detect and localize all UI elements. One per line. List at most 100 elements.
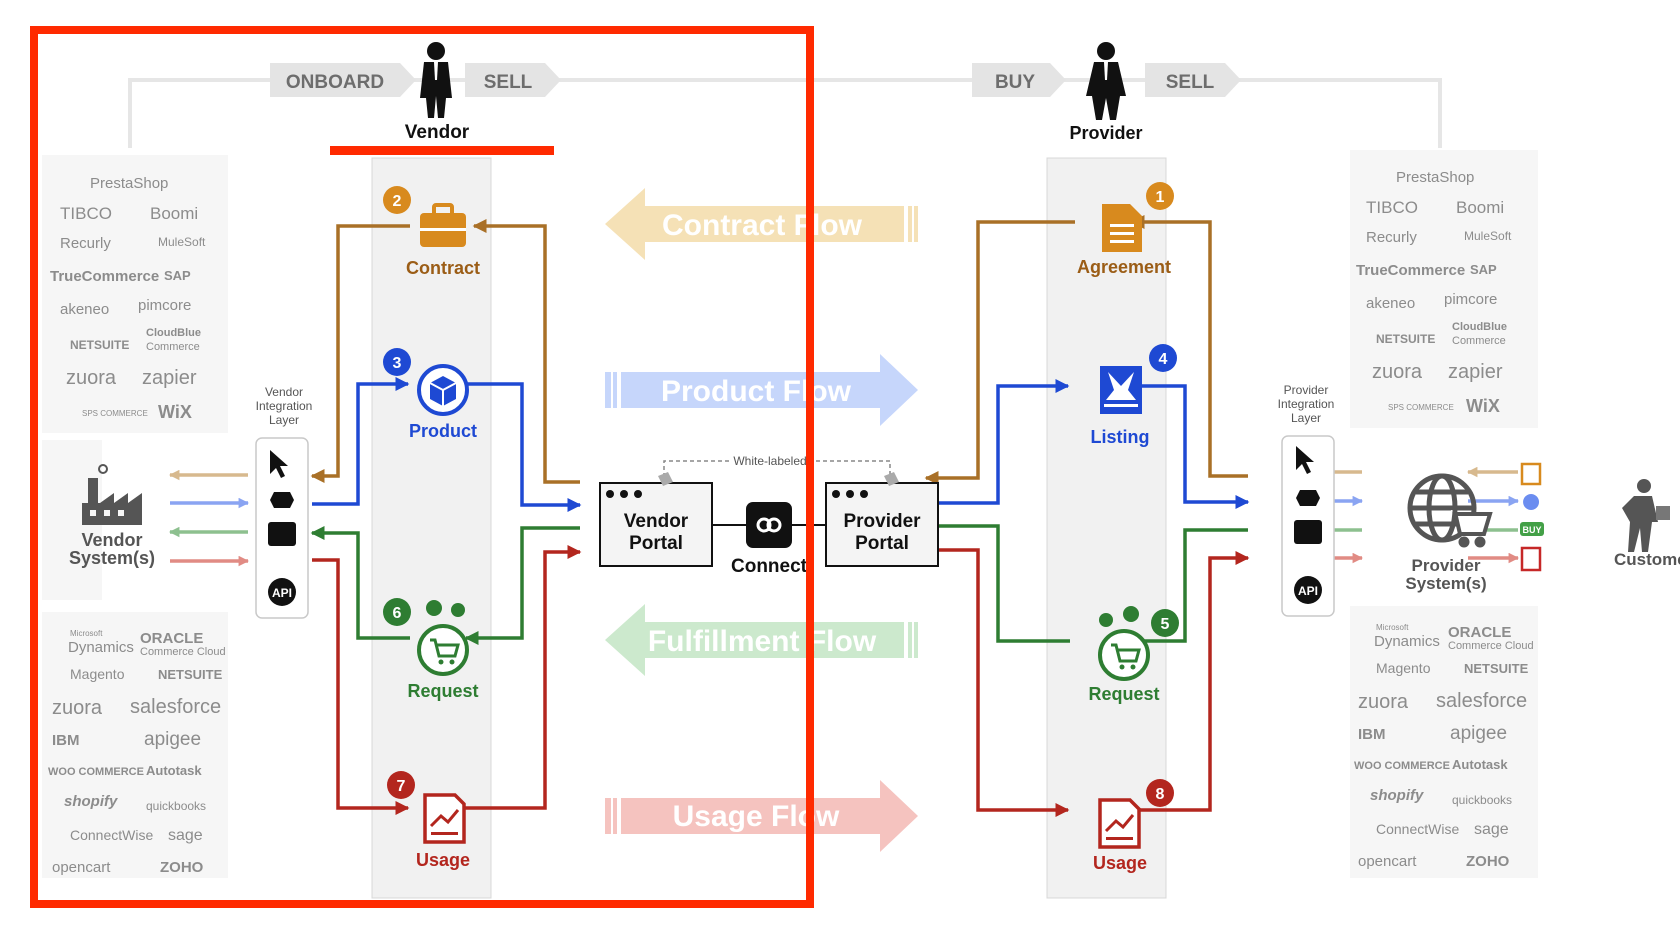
- provider-logos-top-panel: [1350, 150, 1538, 428]
- vendor-logos-bottom-panel: [42, 612, 228, 878]
- buy-badge-icon: [1520, 522, 1544, 536]
- provider-fulfillment-path: [924, 519, 1248, 648]
- api-label: API: [272, 586, 292, 600]
- app-box-icon: [268, 522, 296, 546]
- listing-label: Listing: [1091, 427, 1150, 447]
- svg-text:Autotask: Autotask: [1452, 757, 1508, 772]
- svg-text:7: 7: [397, 778, 406, 795]
- svg-text:Commerce Cloud: Commerce Cloud: [140, 646, 226, 658]
- product-flow-arrow: Product Flow: [605, 354, 918, 426]
- provider-integration-icons: API: [1294, 446, 1322, 604]
- svg-text:Recurly: Recurly: [1366, 229, 1417, 246]
- tab-vendor-sell: SELL: [484, 72, 533, 93]
- vendor-request-label: Request: [407, 681, 478, 701]
- customer-label: Customer: [1614, 550, 1680, 569]
- provider-hub-icon: [1296, 490, 1320, 506]
- fulfillment-flow-arrow: Fulfillment Flow: [605, 604, 918, 676]
- vendor-fulfillment-path: [310, 526, 580, 645]
- vendor-usage-label: Usage: [416, 850, 470, 870]
- contract-label: Contract: [406, 258, 480, 278]
- cart-icon: [417, 624, 469, 676]
- usage-flow-arrow: Usage Flow: [605, 780, 918, 852]
- badge-5: [1151, 609, 1179, 637]
- agreement-label: Agreement: [1077, 257, 1171, 277]
- svg-text:4: 4: [1159, 351, 1168, 368]
- product-node: Product 3: [383, 348, 477, 441]
- svg-text:CloudBlue: CloudBlue: [1452, 321, 1507, 333]
- fulfillment-flow-label: Fulfillment Flow: [648, 625, 877, 658]
- provider-integration-label-2: Integration: [1278, 397, 1335, 411]
- svg-text:ZOHO: ZOHO: [160, 859, 204, 876]
- vendor-usage-path: [312, 545, 582, 815]
- svg-text:opencart: opencart: [52, 859, 111, 876]
- listing-node: Listing 4: [1091, 344, 1177, 447]
- header-provider-tabs: BUY SELL: [972, 63, 1241, 97]
- svg-text:ORACLE: ORACLE: [1448, 624, 1511, 641]
- vendor-underline: [330, 146, 554, 155]
- svg-text:WiX: WiX: [1466, 396, 1500, 416]
- svg-text:TIBCO: TIBCO: [60, 204, 112, 223]
- product-label: Product: [409, 421, 477, 441]
- provider-request-label: Request: [1088, 684, 1159, 704]
- vendor-integration-label-1: Vendor: [265, 385, 303, 399]
- vendor-system-label-1: Vendor: [81, 530, 142, 550]
- buy-badge-label: BUY: [1522, 525, 1541, 535]
- svg-text:quickbooks: quickbooks: [1452, 793, 1512, 807]
- vendor-integration-label-3: Layer: [269, 413, 299, 427]
- svg-text:MuleSoft: MuleSoft: [1464, 229, 1512, 243]
- svg-text:SPS COMMERCE: SPS COMMERCE: [82, 409, 148, 418]
- svg-text:akeneo: akeneo: [1366, 295, 1415, 312]
- svg-text:zapier: zapier: [1448, 361, 1503, 383]
- svg-text:opencart: opencart: [1358, 853, 1417, 870]
- svg-text:SAP: SAP: [1470, 262, 1497, 277]
- svg-text:zapier: zapier: [142, 367, 197, 389]
- svg-text:NETSUITE: NETSUITE: [70, 338, 129, 352]
- svg-text:CloudBlue: CloudBlue: [146, 327, 201, 339]
- svg-text:TrueCommerce: TrueCommerce: [1356, 262, 1465, 279]
- vendor-portal-label-2: Portal: [629, 533, 683, 554]
- connect-label: Connect: [731, 556, 808, 577]
- vendor-person-icon: [420, 42, 452, 118]
- svg-text:zuora: zuora: [52, 697, 103, 719]
- svg-text:SAP: SAP: [164, 268, 191, 283]
- vendor-system-label-2: System(s): [69, 548, 155, 568]
- white-label-text: White-labeled: [733, 454, 806, 468]
- vendor-portal: Vendor Portal: [599, 482, 713, 567]
- badge-6: [383, 598, 411, 626]
- svg-text:PrestaShop: PrestaShop: [90, 175, 168, 192]
- badge-4: [1149, 344, 1177, 372]
- provider-portal: Provider Portal: [825, 482, 939, 567]
- provider-person-icon: [1086, 42, 1126, 120]
- svg-text:ZOHO: ZOHO: [1466, 853, 1510, 870]
- svg-text:akeneo: akeneo: [60, 301, 109, 318]
- svg-text:Recurly: Recurly: [60, 235, 111, 252]
- svg-text:8: 8: [1156, 786, 1165, 803]
- badge-2: [383, 186, 411, 214]
- provider-system-label-2: System(s): [1405, 574, 1486, 593]
- contract-flow-label: Contract Flow: [662, 209, 863, 242]
- provider-label: Provider: [1069, 123, 1142, 143]
- svg-text:Magento: Magento: [70, 666, 125, 682]
- vendor-portal-label-1: Vendor: [624, 511, 689, 532]
- svg-text:Boomi: Boomi: [1456, 198, 1504, 217]
- contract-node: Contract 2: [383, 186, 480, 278]
- provider-logos-top: PrestaShop TIBCO Boomi Recurly MuleSoft …: [1356, 169, 1512, 416]
- hub-icon: [270, 492, 294, 508]
- svg-text:shopify: shopify: [64, 793, 118, 810]
- svg-text:NETSUITE: NETSUITE: [1464, 661, 1529, 676]
- svg-text:1: 1: [1156, 189, 1165, 206]
- agreement-doc-icon: [1102, 204, 1142, 252]
- provider-product-path: [926, 379, 1250, 509]
- top-connector: [128, 78, 1442, 148]
- tab-provider-sell: SELL: [1166, 72, 1215, 93]
- white-label-connector: White-labeled: [658, 452, 899, 486]
- provider-lane: [1046, 157, 1167, 899]
- svg-text:quickbooks: quickbooks: [146, 799, 206, 813]
- svg-text:shopify: shopify: [1370, 787, 1424, 804]
- svg-text:6: 6: [393, 605, 402, 622]
- svg-text:WOO COMMERCE: WOO COMMERCE: [1354, 760, 1450, 772]
- usage-flow-label: Usage Flow: [673, 800, 840, 833]
- svg-text:Boomi: Boomi: [150, 204, 198, 223]
- vendor-request-node: Request 6: [383, 598, 479, 701]
